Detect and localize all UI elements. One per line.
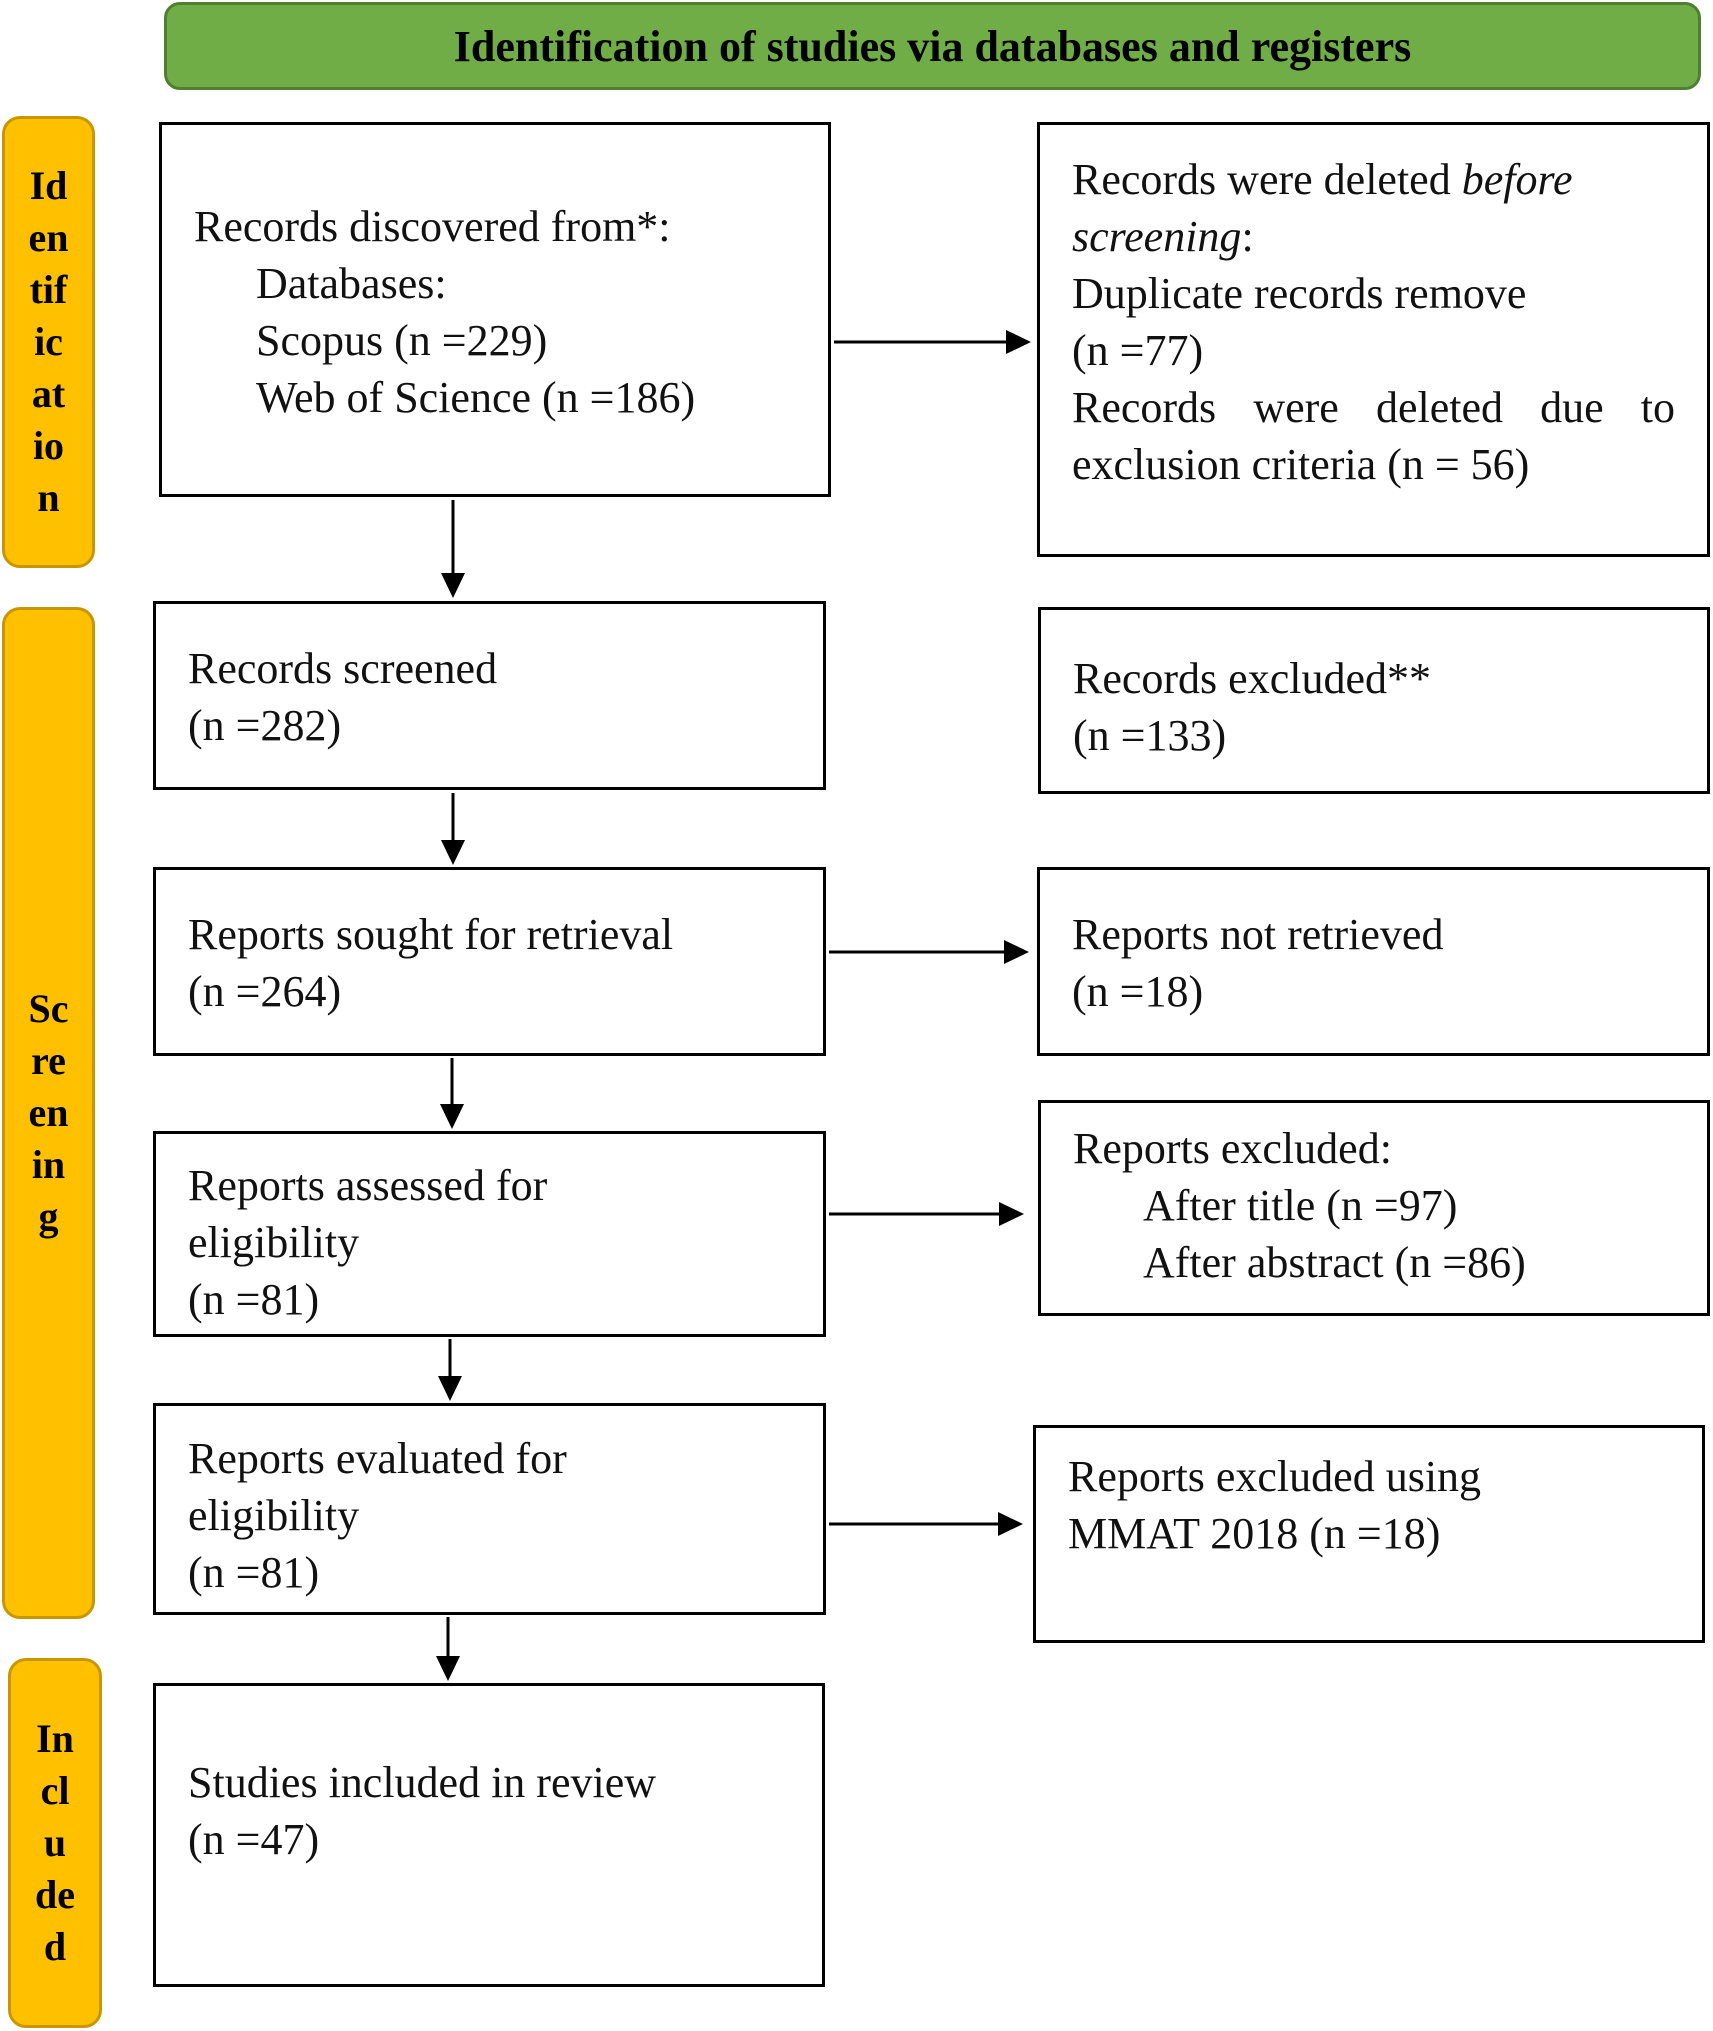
- reports-excluded-title: Reports excluded:: [1073, 1124, 1392, 1173]
- records-deleted-prefix: Records were deleted: [1072, 155, 1462, 204]
- phase-identification: Id en tif ic at io n: [2, 116, 95, 568]
- arrow-screened-to-sought: [441, 793, 465, 865]
- phase-identification-part-1: Id: [29, 163, 68, 208]
- reports-not-retrieved-box: Reports not retrieved (n =18): [1037, 867, 1710, 1056]
- phase-included-part-5: d: [43, 1924, 67, 1969]
- records-deleted-before: before: [1461, 155, 1573, 204]
- reports-not-retrieved-title: Reports not retrieved: [1072, 910, 1444, 959]
- reports-not-retrieved-count: (n =18): [1072, 967, 1204, 1016]
- reports-excluded-box: Reports excluded: After title (n =97) Af…: [1038, 1100, 1710, 1316]
- studies-included-box: Studies included in review (n =47): [153, 1683, 825, 1987]
- reports-assessed-title: Reports assessed for: [188, 1161, 548, 1210]
- phase-screening-part-1: Sc: [28, 986, 69, 1031]
- phase-identification-part-3: tif: [29, 267, 68, 312]
- exclusion-word-5: to: [1640, 383, 1675, 432]
- records-excluded-box: Records excluded** (n =133): [1038, 607, 1710, 794]
- phase-identification-part-7: n: [37, 475, 60, 520]
- reports-sought-count: (n =264): [188, 967, 342, 1016]
- arrow-evaluated-to-mmat-excluded: [829, 1512, 1023, 1536]
- records-deleted-colon: :: [1241, 212, 1254, 261]
- after-title-count: After title (n =97): [1143, 1181, 1458, 1230]
- exclusion-word-2: were: [1253, 383, 1339, 432]
- records-excluded-title: Records excluded**: [1073, 654, 1431, 703]
- arrow-sought-to-not-retrieved: [829, 940, 1029, 964]
- phase-screening-part-2: re: [31, 1038, 66, 1083]
- records-deleted-line-1: Records were deleted before: [1072, 151, 1675, 208]
- reports-evaluated-box: Reports evaluated for eligibility (n =81…: [153, 1403, 826, 1615]
- phase-identification-part-6: io: [32, 423, 65, 468]
- reports-assessed-box: Reports assessed for eligibility (n =81): [153, 1131, 826, 1337]
- records-excluded-count: (n =133): [1073, 711, 1227, 760]
- exclusion-criteria-line-1: Records were deleted due to: [1072, 379, 1675, 436]
- after-abstract-count: After abstract (n =86): [1143, 1238, 1526, 1287]
- exclusion-word-1: Records: [1072, 383, 1217, 432]
- reports-evaluated-count: (n =81): [188, 1548, 320, 1597]
- reports-evaluated-title: Reports evaluated for: [188, 1434, 567, 1483]
- records-deleted-screening: screening: [1072, 212, 1242, 261]
- phase-included-part-2: cl: [40, 1768, 70, 1813]
- arrow-assessed-to-evaluated: [438, 1339, 462, 1401]
- reports-assessed-title-2: eligibility: [188, 1218, 360, 1267]
- duplicate-records-count: (n =77): [1072, 326, 1204, 375]
- databases-label: Databases:: [256, 259, 447, 308]
- records-discovered-title: Records discovered from*:: [194, 202, 671, 251]
- phase-identification-part-5: at: [31, 371, 66, 416]
- phase-screening-part-3: en: [28, 1090, 69, 1135]
- reports-excluded-mmat-box: Reports excluded using MMAT 2018 (n =18): [1033, 1425, 1705, 1643]
- arrow-assessed-to-excluded: [829, 1202, 1024, 1226]
- phase-identification-part-4: ic: [34, 319, 63, 364]
- records-screened-count: (n =282): [188, 701, 342, 750]
- reports-excluded-mmat-count: MMAT 2018 (n =18): [1068, 1509, 1441, 1558]
- records-screened-box: Records screened (n =282): [153, 601, 826, 790]
- studies-included-title: Studies included in review: [188, 1758, 657, 1807]
- arrow-evaluated-to-included: [436, 1617, 460, 1681]
- scopus-count: Scopus (n =229): [256, 316, 548, 365]
- header-identification-of-studies: Identification of studies via databases …: [164, 2, 1701, 90]
- web-of-science-count: Web of Science (n =186): [256, 373, 696, 422]
- header-title: Identification of studies via databases …: [453, 21, 1412, 71]
- reports-excluded-mmat-title: Reports excluded using: [1068, 1452, 1482, 1501]
- phase-screening-part-5: g: [38, 1194, 59, 1239]
- reports-evaluated-title-2: eligibility: [188, 1491, 360, 1540]
- arrow-sought-to-assessed: [440, 1058, 464, 1129]
- reports-sought-title: Reports sought for retrieval: [188, 910, 674, 959]
- records-screened-title: Records screened: [188, 644, 498, 693]
- exclusion-word-4: due: [1540, 383, 1604, 432]
- arrow-discovered-to-screened: [441, 500, 465, 598]
- exclusion-word-3: deleted: [1375, 383, 1503, 432]
- phase-screening-part-4: in: [31, 1142, 66, 1187]
- records-discovered-box: Records discovered from*: Databases: Sco…: [159, 122, 831, 497]
- phase-included-part-4: de: [35, 1872, 75, 1917]
- reports-assessed-count: (n =81): [188, 1275, 320, 1324]
- records-deleted-box: Records were deleted before screening: D…: [1037, 122, 1710, 557]
- duplicate-records-label: Duplicate records remove: [1072, 269, 1527, 318]
- phase-included-part-1: In: [36, 1716, 74, 1761]
- phase-included: In cl u de d: [8, 1658, 102, 2028]
- phase-identification-part-2: en: [28, 215, 69, 260]
- exclusion-criteria-line-2: exclusion criteria (n = 56): [1072, 440, 1530, 489]
- reports-sought-box: Reports sought for retrieval (n =264): [153, 867, 826, 1056]
- studies-included-count: (n =47): [188, 1815, 320, 1864]
- phase-screening: Sc re en in g: [2, 607, 95, 1619]
- records-deleted-line-2: screening:: [1072, 208, 1675, 265]
- arrow-discovered-to-deleted: [834, 330, 1031, 354]
- phase-included-part-3: u: [43, 1820, 67, 1865]
